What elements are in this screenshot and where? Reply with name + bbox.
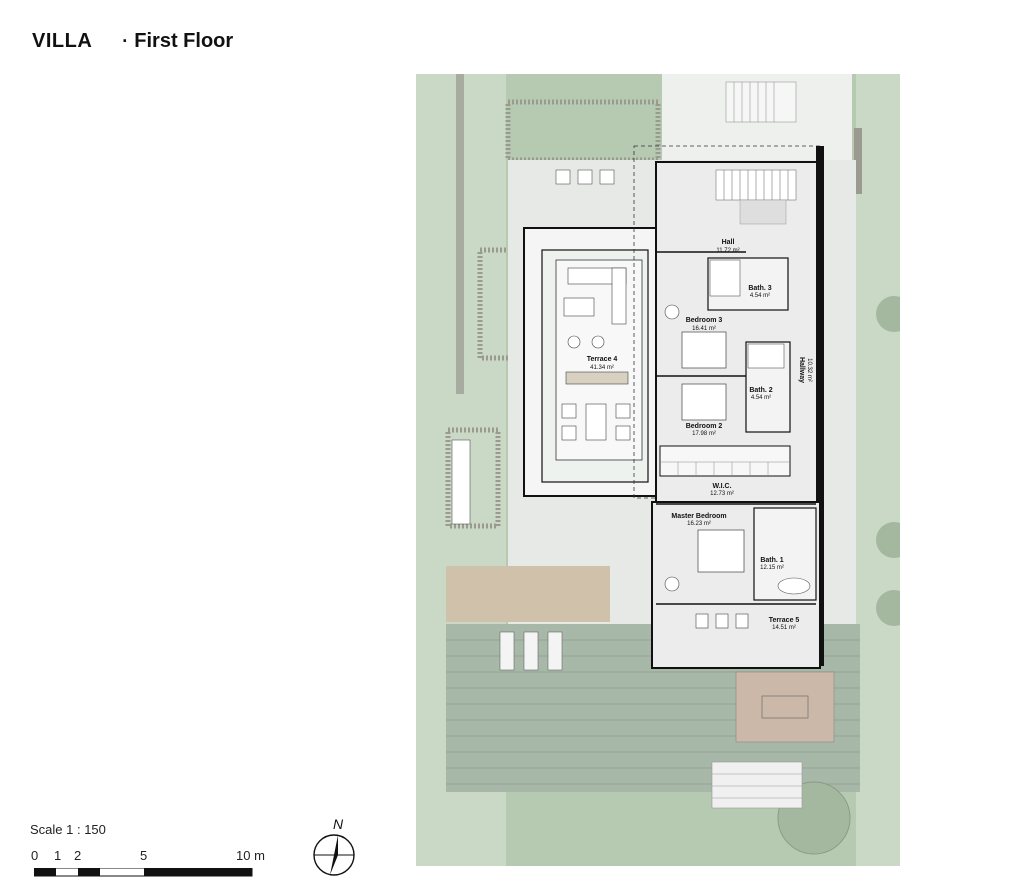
scale-tick-1: 1 <box>54 848 62 863</box>
terrace-5-chair-3 <box>735 613 749 629</box>
room-label-bath-3: Bath. 3 <box>748 285 771 292</box>
page-title: VILLA · First Floor <box>32 30 233 60</box>
room-label-terrace-4: Terrace 4 <box>587 356 618 363</box>
spa-pad <box>735 671 835 743</box>
spa <box>761 695 809 719</box>
terrace-table <box>563 297 595 317</box>
north-letter: N <box>333 816 344 832</box>
bed-3 <box>681 331 727 369</box>
terrace-chair-2 <box>591 335 605 349</box>
scale-block: Scale 1 : 150 0 1 2 5 10 m <box>30 820 330 880</box>
room-label-bedroom-2: Bedroom 2 <box>686 423 723 430</box>
tree-3 <box>876 522 900 558</box>
room-label-hallway: Hallway <box>798 357 805 383</box>
room-area-bath-2: 4.54 m² <box>751 395 771 401</box>
room-label-wic: W.I.C. <box>712 483 731 490</box>
terrace-fireplace <box>565 371 629 385</box>
room-area-bath-1: 12.15 m² <box>760 565 784 571</box>
room-area-wic: 12.73 m² <box>710 491 734 497</box>
entrance-stairs <box>725 81 797 123</box>
scale-label: Scale 1 : 150 <box>30 822 106 837</box>
outdoor-seat-2 <box>577 169 593 185</box>
lounger-1 <box>499 631 515 671</box>
room-area-bedroom-3: 16.41 m² <box>692 326 716 332</box>
tree-2 <box>876 296 900 332</box>
room-label-bedroom-3: Bedroom 3 <box>686 317 723 324</box>
terrace-sofa-side <box>611 267 627 325</box>
scale-tick-2: 2 <box>74 848 82 863</box>
terrace-5-chair-2 <box>715 613 729 629</box>
room-area-bath-3: 4.54 m² <box>750 293 770 299</box>
dining-chair-4 <box>615 425 631 441</box>
scale-tick-10: 10 m <box>236 848 265 863</box>
floor-plan: Hall 11.72 m² Bath. 3 4.54 m² Bedroom 3 … <box>416 74 900 866</box>
internal-stairs <box>715 169 797 201</box>
room-area-hallway: 10.32 m² <box>806 358 812 382</box>
wardrobe-cross <box>660 461 790 476</box>
room-label-bath-2: Bath. 2 <box>749 387 772 394</box>
room-label-terrace-5: Terrace 5 <box>769 617 800 624</box>
wardrobes <box>659 445 791 477</box>
room-area-terrace-4: 41.34 m² <box>590 365 614 371</box>
floor-title: First Floor <box>134 30 234 52</box>
wooden-deck <box>446 566 610 622</box>
garden-right <box>856 74 900 866</box>
stone-hedge-left-edge <box>456 74 464 394</box>
room-area-hall: 11.72 m² <box>716 248 739 254</box>
armchair-master <box>664 576 680 592</box>
project-title: VILLA <box>32 30 93 52</box>
north-compass: N <box>313 816 355 876</box>
room-area-terrace-5: 14.51 m² <box>772 625 796 631</box>
room-area-master-bedroom: 16.23 m² <box>687 521 711 527</box>
dining-table <box>585 403 607 441</box>
hall-rug <box>739 199 787 225</box>
scale-tick-5: 5 <box>140 848 148 863</box>
terrace-5-chair-1 <box>695 613 709 629</box>
dining-chair-3 <box>615 403 631 419</box>
bed-2 <box>681 383 727 421</box>
bath-2-shower <box>747 343 785 369</box>
outdoor-seat-1 <box>555 169 571 185</box>
lounger-3 <box>547 631 563 671</box>
stone-hedge-left-2 <box>445 427 501 529</box>
armchair-3 <box>664 304 680 320</box>
terrace-chair-1 <box>567 335 581 349</box>
bath-3-shower <box>709 259 741 297</box>
room-label-bath-1: Bath. 1 <box>760 557 783 564</box>
bathtub <box>777 577 811 595</box>
room-label-hall: Hall <box>722 239 735 246</box>
east-wall <box>816 146 824 666</box>
title-separator: · <box>122 31 129 51</box>
lounger-2 <box>523 631 539 671</box>
compass-needle <box>330 835 338 875</box>
scale-tick-0: 0 <box>31 848 39 863</box>
dining-chair-2 <box>561 425 577 441</box>
garden-steps <box>711 761 803 809</box>
master-bed <box>697 529 745 573</box>
tree-4 <box>876 590 900 626</box>
room-area-bedroom-2: 17.98 m² <box>692 431 716 437</box>
outdoor-sofa-left <box>451 439 471 525</box>
outdoor-seat-3 <box>599 169 615 185</box>
room-label-master-bedroom: Master Bedroom <box>671 513 726 520</box>
scale-bar <box>34 868 253 877</box>
dining-chair-1 <box>561 403 577 419</box>
stone-hedge-right <box>854 128 862 194</box>
